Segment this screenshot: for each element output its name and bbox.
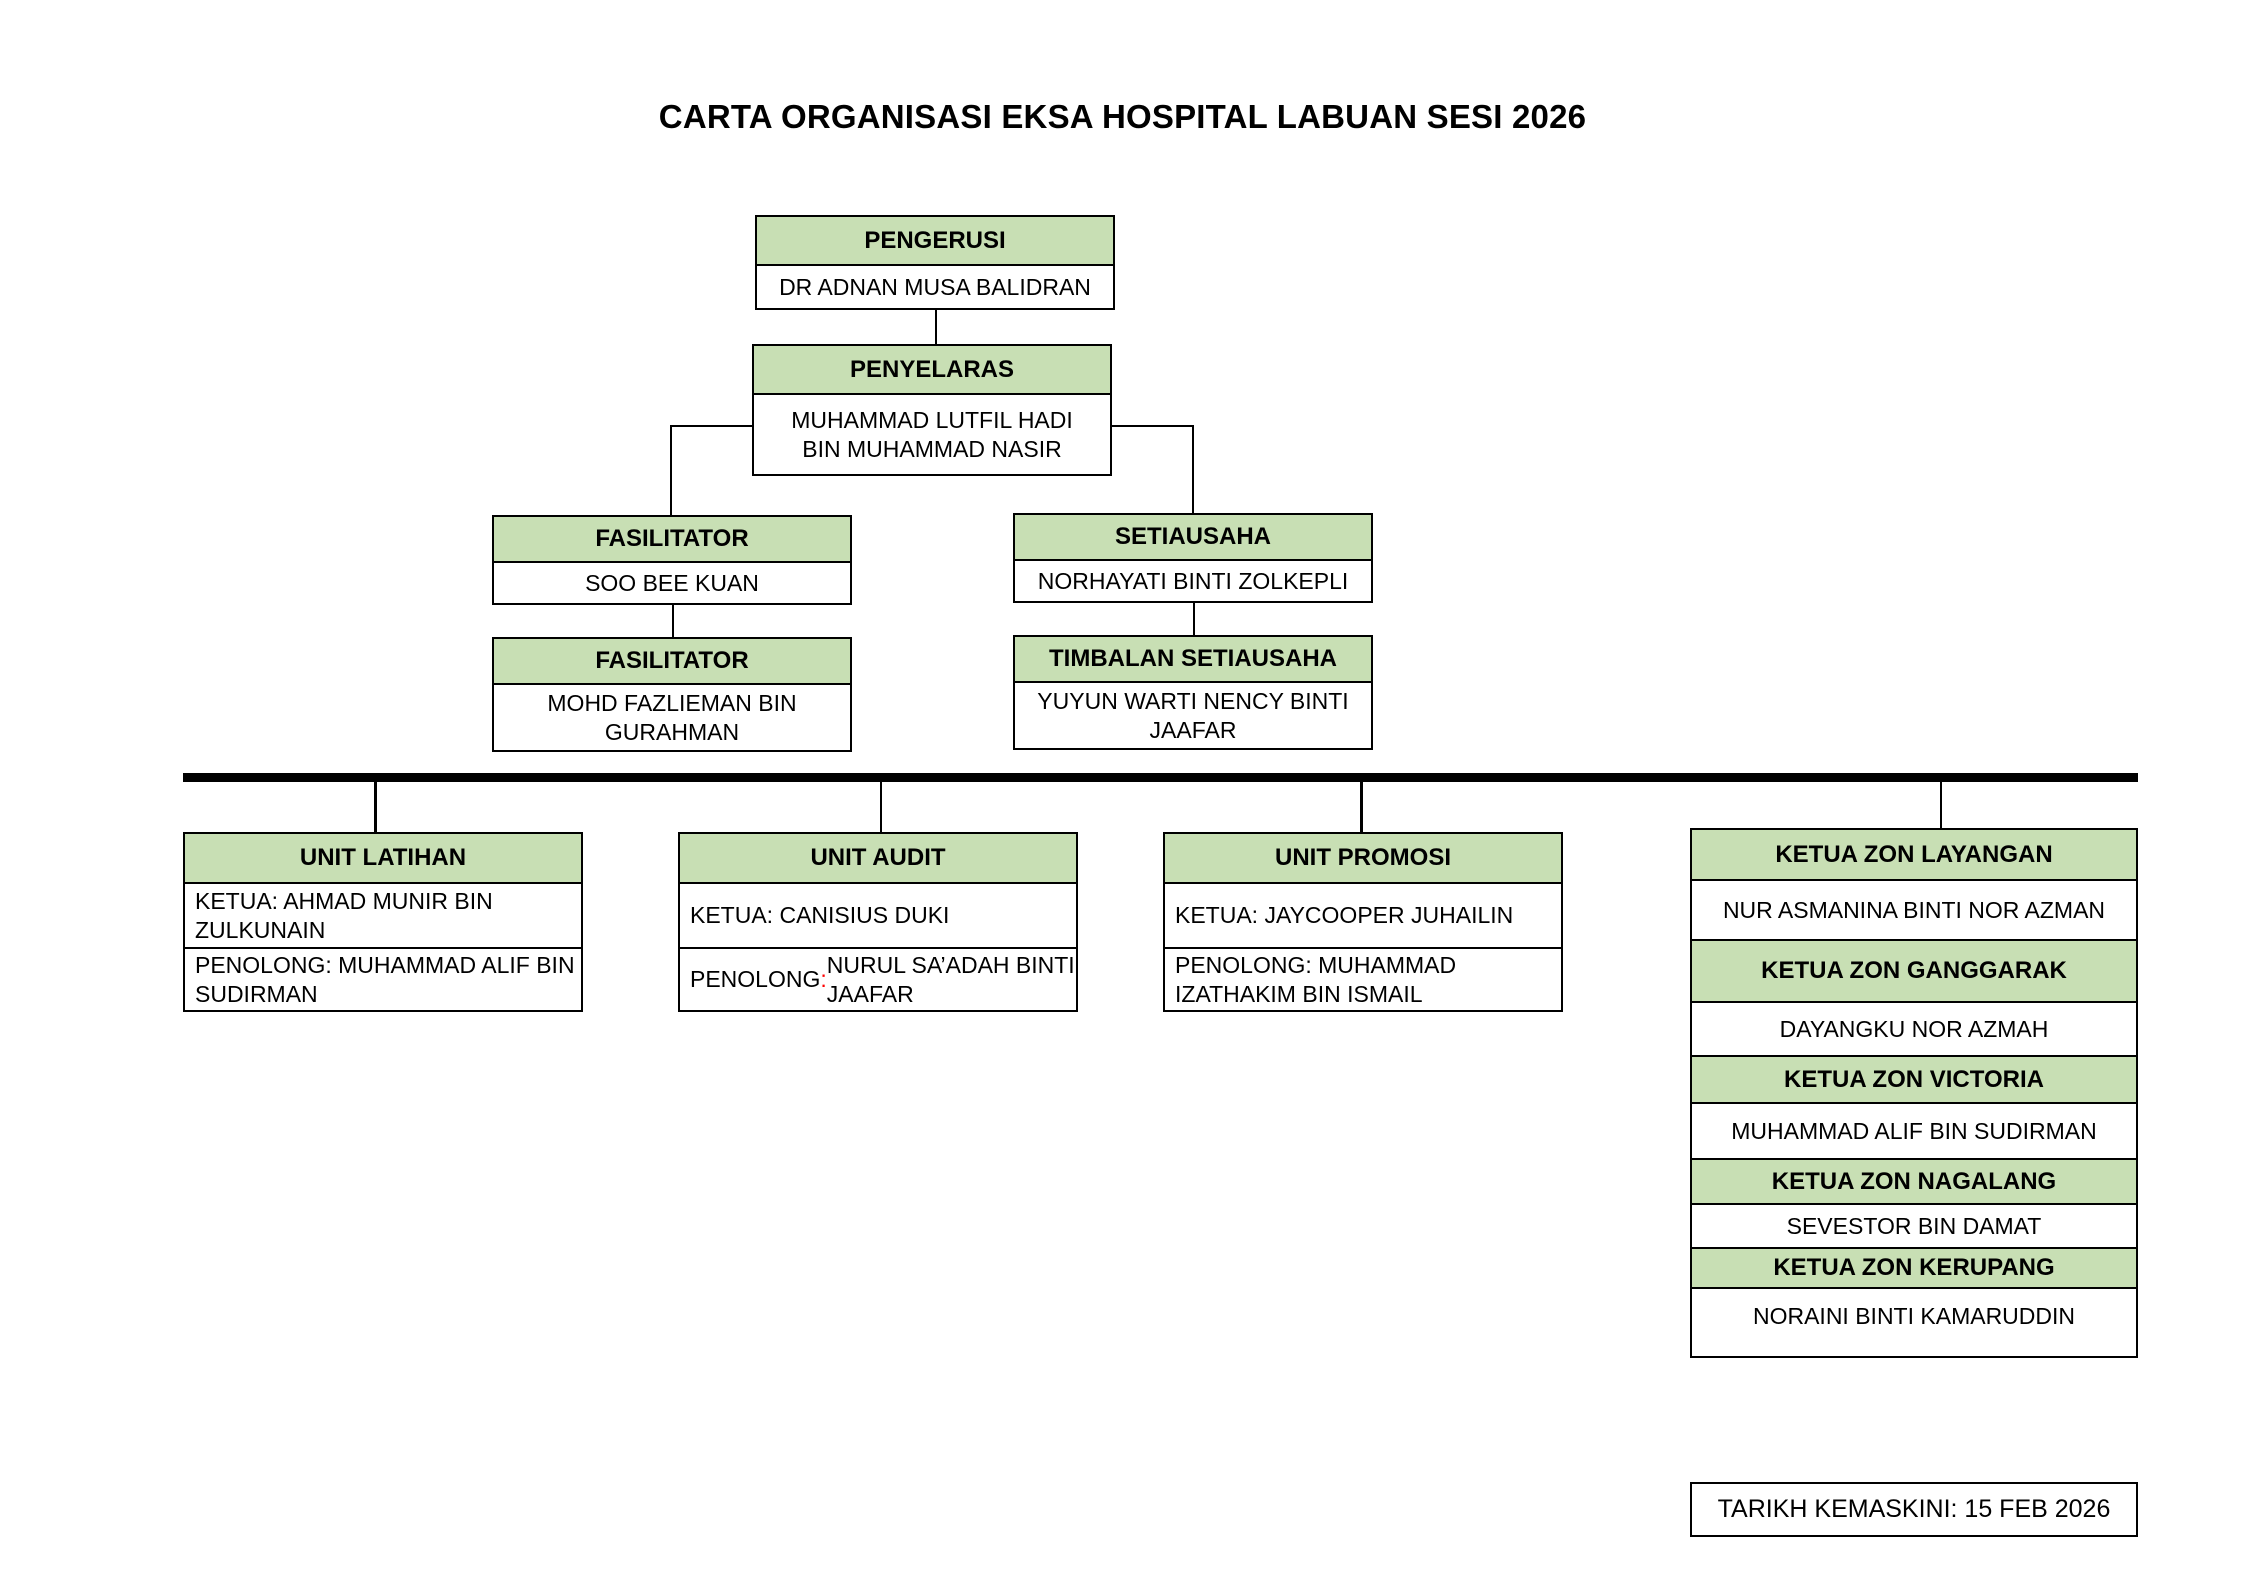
node-timbalan-setiausaha-name: YUYUN WARTI NENCY BINTI JAAFAR (1015, 683, 1371, 748)
node-fasilitator-1[interactable]: FASILITATOR SOO BEE KUAN (492, 515, 852, 605)
node-unit-audit[interactable]: UNIT AUDIT KETUA: CANISIUS DUKI PENOLONG… (678, 832, 1078, 1012)
node-pengerusi[interactable]: PENGERUSI DR ADNAN MUSA BALIDRAN (755, 215, 1115, 310)
connector-pengerusi-penyelaras (935, 308, 937, 346)
unit-audit-title: UNIT AUDIT (680, 834, 1076, 884)
drop-line-unit-audit (880, 782, 882, 841)
unit-promosi-penolong: PENOLONG: MUHAMMAD IZATHAKIM BIN ISMAIL (1165, 947, 1561, 1010)
main-connector-bar (183, 773, 2138, 782)
unit-promosi-title: UNIT PROMOSI (1165, 834, 1561, 884)
node-penyelaras[interactable]: PENYELARAS MUHAMMAD LUTFIL HADI BIN MUHA… (752, 344, 1112, 476)
node-fasilitator-1-name: SOO BEE KUAN (494, 563, 850, 603)
node-setiausaha-role: SETIAUSAHA (1015, 515, 1371, 561)
drop-line-unit-latihan (374, 773, 377, 841)
zone-head-kerupang[interactable]: KETUA ZON KERUPANG (1692, 1249, 2136, 1289)
connector-fasilitator1-fasilitator2 (672, 603, 674, 637)
drop-line-unit-promosi (1360, 773, 1363, 841)
zone-column: KETUA ZON LAYANGAN NUR ASMANINA BINTI NO… (1690, 828, 2138, 1358)
node-fasilitator-2-role: FASILITATOR (494, 639, 850, 685)
node-fasilitator-2[interactable]: FASILITATOR MOHD FAZLIEMAN BIN GURAHMAN (492, 637, 852, 752)
zone-head-ganggarak[interactable]: KETUA ZON GANGGARAK (1692, 941, 2136, 1003)
unit-latihan-title: UNIT LATIHAN (185, 834, 581, 884)
node-penyelaras-name: MUHAMMAD LUTFIL HADI BIN MUHAMMAD NASIR (754, 395, 1110, 474)
zone-name-kerupang: NORAINI BINTI KAMARUDDIN (1692, 1289, 2136, 1344)
node-setiausaha[interactable]: SETIAUSAHA NORHAYATI BINTI ZOLKEPLI (1013, 513, 1373, 603)
connector-penyelaras-left-vertical (670, 425, 672, 519)
node-fasilitator-2-name: MOHD FAZLIEMAN BIN GURAHMAN (494, 685, 850, 750)
connector-penyelaras-left-horizontal (670, 425, 754, 427)
zone-name-victoria: MUHAMMAD ALIF BIN SUDIRMAN (1692, 1104, 2136, 1160)
connector-setiausaha-timbalan (1193, 601, 1195, 635)
unit-audit-penolong-rest: NURUL SA’ADAH BINTI JAAFAR (826, 951, 1075, 1007)
last-updated-text: TARIKH KEMASKINI: 15 FEB 2026 (1717, 1495, 2111, 1523)
unit-audit-penolong-prefix: PENOLONG (690, 966, 821, 993)
unit-audit-penolong: PENOLONG: NURUL SA’ADAH BINTI JAAFAR (680, 947, 1076, 1010)
node-timbalan-setiausaha-role: TIMBALAN SETIAUSAHA (1015, 637, 1371, 683)
node-fasilitator-1-role: FASILITATOR (494, 517, 850, 563)
last-updated-box: TARIKH KEMASKINI: 15 FEB 2026 (1690, 1482, 2138, 1537)
zone-name-layangan: NUR ASMANINA BINTI NOR AZMAN (1692, 881, 2136, 941)
page-title: CARTA ORGANISASI EKSA HOSPITAL LABUAN SE… (658, 98, 1587, 135)
node-setiausaha-name: NORHAYATI BINTI ZOLKEPLI (1015, 561, 1371, 601)
unit-latihan-penolong: PENOLONG: MUHAMMAD ALIF BIN SUDIRMAN (185, 947, 581, 1010)
node-pengerusi-role: PENGERUSI (757, 217, 1113, 266)
unit-promosi-ketua: KETUA: JAYCOOPER JUHAILIN (1165, 884, 1561, 947)
zone-name-nagalang: SEVESTOR BIN DAMAT (1692, 1205, 2136, 1249)
zone-head-nagalang[interactable]: KETUA ZON NAGALANG (1692, 1160, 2136, 1205)
node-unit-latihan[interactable]: UNIT LATIHAN KETUA: AHMAD MUNIR BIN ZULK… (183, 832, 583, 1012)
node-penyelaras-role: PENYELARAS (754, 346, 1110, 395)
unit-audit-ketua: KETUA: CANISIUS DUKI (680, 884, 1076, 947)
zone-head-victoria[interactable]: KETUA ZON VICTORIA (1692, 1057, 2136, 1104)
node-pengerusi-name: DR ADNAN MUSA BALIDRAN (757, 266, 1113, 308)
zone-name-ganggarak: DAYANGKU NOR AZMAH (1692, 1003, 2136, 1057)
connector-penyelaras-right-vertical (1192, 425, 1194, 519)
unit-latihan-ketua: KETUA: AHMAD MUNIR BIN ZULKUNAIN (185, 884, 581, 947)
unit-audit-penolong-colon: : (820, 966, 827, 993)
connector-penyelaras-right-horizontal (1112, 425, 1194, 427)
drop-line-zone-column (1940, 782, 1942, 838)
zone-head-layangan[interactable]: KETUA ZON LAYANGAN (1692, 830, 2136, 881)
node-timbalan-setiausaha[interactable]: TIMBALAN SETIAUSAHA YUYUN WARTI NENCY BI… (1013, 635, 1373, 750)
node-unit-promosi[interactable]: UNIT PROMOSI KETUA: JAYCOOPER JUHAILIN P… (1163, 832, 1563, 1012)
